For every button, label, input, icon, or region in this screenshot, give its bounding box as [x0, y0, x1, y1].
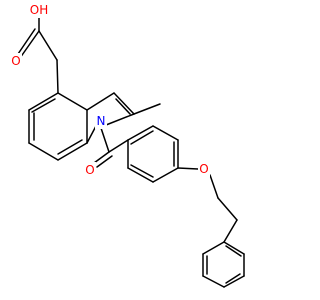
bond-ph-c-d: [223, 275, 245, 288]
atom-label-O-carbonyl-amide: O: [85, 163, 94, 177]
bond-o-ch2: [209, 174, 219, 199]
atom-O-hydroxyl: OH: [28, 2, 50, 18]
bond-ring-double-ab: [130, 130, 154, 145]
bond-ch2-ch2: [217, 197, 238, 221]
molecule-structure-diagram: OH O N O O: [10, 2, 245, 288]
bond-ring-o-ether: [177, 167, 199, 170]
bond-ph-a-b: [223, 241, 245, 255]
atom-label-O-hydroxyl: OH: [30, 3, 48, 17]
bond-c3a-c4: [57, 92, 88, 111]
bond-c3a-c3: [86, 92, 115, 111]
atom-label-layer: OH O N O O: [10, 2, 210, 178]
atom-label-O-carbonyl-acid: O: [11, 54, 20, 68]
bond-ring-a-b: [127, 125, 154, 141]
bond-cooh-c-ch2: [38, 30, 58, 61]
bond-c3-c2-double-inner: [115, 98, 131, 115]
bond-carbonyl-o-b: [96, 155, 113, 168]
bond-ph-double-ab: [225, 245, 242, 257]
bond-c4-c5-double-inner: [31, 98, 56, 113]
bond-c4-c5: [28, 92, 59, 111]
atom-label-O-ether: O: [199, 162, 208, 176]
bond-layer: [17, 13, 245, 288]
bond-ch2-phenyl: [223, 219, 238, 243]
bond-n1-carbonyl-c: [100, 127, 110, 153]
bond-ring-e-f: [127, 167, 154, 183]
bond-ring-double-ef: [130, 164, 154, 178]
atom-N1: N: [95, 113, 107, 129]
bond-cooh-c-o-double-a: [19, 30, 40, 59]
bond-ch2-c4: [56, 59, 59, 94]
bond-c3-c2: [113, 92, 135, 115]
bond-n1-c7a: [86, 125, 97, 144]
bond-carbonyl-c-ring: [108, 139, 129, 153]
bond-ph-d-e: [202, 275, 225, 288]
atom-label-N1: N: [97, 114, 106, 128]
bond-ph-double-cd: [225, 273, 241, 284]
bond-c2-n1: [105, 113, 135, 126]
bond-c6-c7: [28, 142, 59, 161]
bond-carbonyl-o-a: [93, 151, 110, 164]
atom-O-carbonyl-acid: O: [10, 53, 22, 69]
bond-c7-c7a-double-inner: [57, 139, 83, 155]
bond-ring-d-e: [152, 167, 179, 183]
bond-c7-c7a: [57, 142, 88, 161]
bond-c2-methyl: [133, 103, 161, 115]
bond-ring-b-c: [152, 125, 179, 141]
bond-cooh-c-o-double-b: [17, 28, 36, 55]
atom-O-carbonyl-amide: O: [84, 162, 96, 178]
bond-ph-f-a: [202, 241, 225, 255]
atom-O-ether: O: [198, 161, 210, 177]
